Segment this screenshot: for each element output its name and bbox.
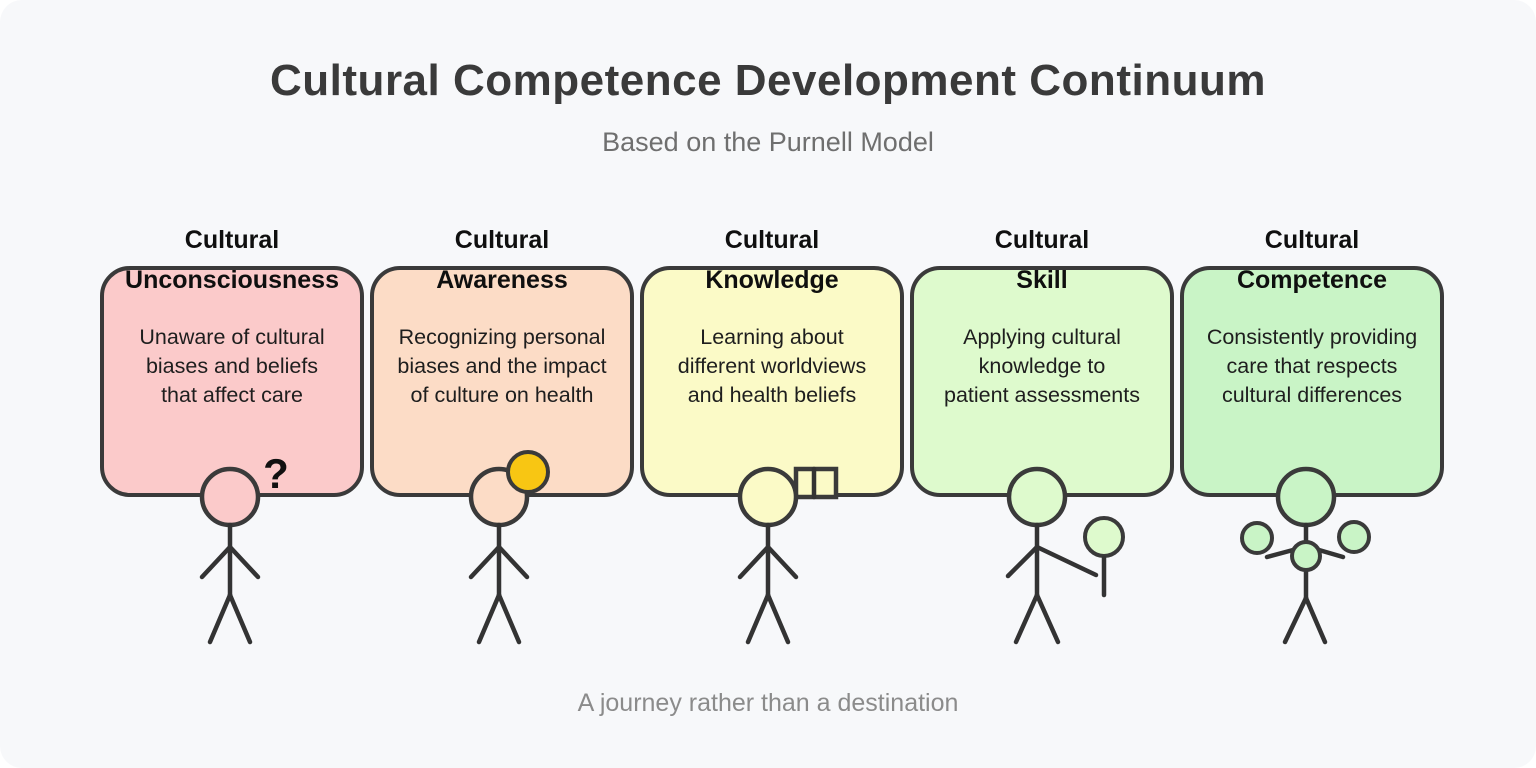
- figure-head: [1006, 466, 1068, 528]
- stage-description: Consistently providing care that respect…: [1184, 270, 1440, 410]
- patient-figure-icon: [1083, 516, 1125, 598]
- desc-line: care that respects: [1226, 354, 1398, 378]
- stage-box: Recognizing personal biases and the impa…: [370, 266, 634, 497]
- desc-line: biases and the impact: [397, 354, 607, 378]
- stage-title-line2: Skill: [1016, 266, 1068, 294]
- stage-title-line1: Cultural: [724, 226, 820, 254]
- figure-head: [737, 466, 799, 528]
- stage-cultural-awareness: Cultural Awareness Recognizing personal …: [367, 222, 637, 650]
- desc-line: of culture on health: [410, 383, 594, 407]
- stage-title-line2: Competence: [1236, 266, 1388, 294]
- figure-head: [199, 466, 261, 528]
- stage-box: Unaware of cultural biases and beliefs t…: [100, 266, 364, 497]
- stage-cultural-unconsciousness: Cultural Unconsciousness Unaware of cult…: [97, 222, 367, 650]
- stage-title-line2: Knowledge: [705, 266, 839, 294]
- stage-title: Cultural Unconsciousness: [97, 220, 367, 300]
- stage-description: Unaware of cultural biases and beliefs t…: [104, 270, 360, 410]
- idea-icon: [506, 450, 550, 494]
- stick-figure-group: [1240, 466, 1371, 645]
- desc-line: Consistently providing: [1206, 325, 1418, 349]
- stages-row: Cultural Unconsciousness Unaware of cult…: [97, 222, 1447, 650]
- stage-title-line1: Cultural: [1264, 226, 1360, 254]
- figure-head: [1275, 466, 1337, 528]
- stage-title: Cultural Knowledge: [637, 220, 907, 300]
- desc-line: and health beliefs: [687, 383, 857, 407]
- stick-figure-learning: [737, 466, 839, 645]
- book-icon: [793, 466, 839, 500]
- stage-title: Cultural Awareness: [367, 220, 637, 300]
- stage-box: Applying cultural knowledge to patient a…: [910, 266, 1174, 497]
- stick-figure-aware: [468, 450, 550, 645]
- question-mark-icon: ?: [263, 450, 289, 497]
- stage-box: Learning about different worldviews and …: [640, 266, 904, 497]
- desc-line: that affect care: [161, 383, 303, 407]
- stage-title-line2: Unconsciousness: [125, 266, 339, 294]
- desc-line: knowledge to: [978, 354, 1106, 378]
- desc-line: Learning about: [700, 325, 844, 349]
- group-icon: [1240, 520, 1371, 572]
- stage-title-line1: Cultural: [454, 226, 550, 254]
- desc-line: Applying cultural: [963, 325, 1121, 349]
- desc-line: different worldviews: [677, 354, 867, 378]
- stage-title: Cultural Skill: [907, 220, 1177, 300]
- desc-line: Unaware of cultural: [139, 325, 325, 349]
- stage-description: Recognizing personal biases and the impa…: [374, 270, 630, 410]
- stage-cultural-skill: Cultural Skill Applying cultural knowled…: [907, 222, 1177, 650]
- desc-line: biases and beliefs: [145, 354, 319, 378]
- stage-title-line1: Cultural: [994, 226, 1090, 254]
- stage-description: Learning about different worldviews and …: [644, 270, 900, 410]
- stage-title-line1: Cultural: [184, 226, 280, 254]
- stage-description: Applying cultural knowledge to patient a…: [914, 270, 1170, 410]
- footer-note: A journey rather than a destination: [577, 689, 959, 717]
- stick-figure-unconscious: ?: [199, 450, 289, 645]
- stage-title: Cultural Competence: [1177, 220, 1447, 300]
- stick-figure-assessing: [1005, 466, 1125, 645]
- desc-line: Recognizing personal: [398, 325, 606, 349]
- stage-box: Consistently providing care that respect…: [1180, 266, 1444, 497]
- desc-line: patient assessments: [944, 383, 1140, 407]
- page-title: Cultural Competence Development Continuu…: [270, 56, 1266, 105]
- stage-cultural-competence: Cultural Competence Consistently providi…: [1177, 222, 1447, 650]
- page-subtitle: Based on the Purnell Model: [602, 127, 934, 157]
- desc-line: cultural differences: [1221, 383, 1403, 407]
- stage-cultural-knowledge: Cultural Knowledge Learning about differ…: [637, 222, 907, 650]
- stage-title-line2: Awareness: [436, 266, 568, 294]
